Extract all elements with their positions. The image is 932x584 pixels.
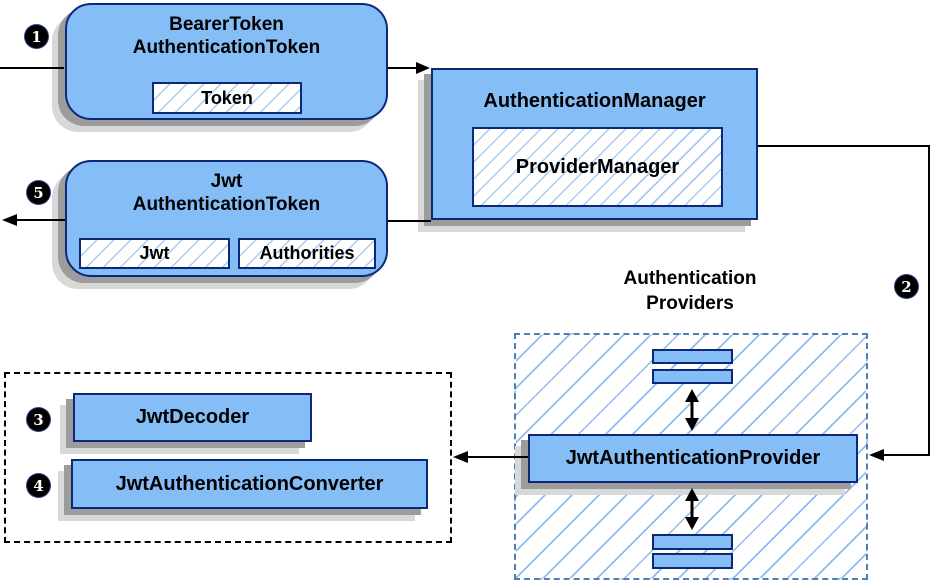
generic-provider-rect bbox=[652, 349, 733, 364]
provider-manager-chip: ProviderManager bbox=[472, 127, 723, 207]
authentication-providers-label-line1: Authentication bbox=[623, 268, 757, 289]
jwt-token-title-line1: Jwt bbox=[210, 171, 243, 192]
step-4-badge: 4 bbox=[27, 474, 50, 497]
step-3-badge: 3 bbox=[27, 408, 50, 431]
authentication-providers-label: Authentication Providers bbox=[580, 266, 800, 316]
arrow-to-authentication-manager bbox=[388, 62, 430, 74]
jwt-authentication-provider-node: JwtAuthenticationProvider bbox=[528, 434, 858, 483]
arrow-jwt-token-out bbox=[2, 214, 65, 226]
step-2-badge: 2 bbox=[895, 275, 918, 298]
jwt-authentication-token-node: Jwt AuthenticationToken Jwt Authorities bbox=[65, 160, 388, 277]
authentication-providers-label-line2: Providers bbox=[646, 293, 734, 314]
bearer-token-title-line2: AuthenticationToken bbox=[132, 37, 321, 58]
token-chip: Token bbox=[152, 82, 302, 114]
step-5-badge: 5 bbox=[27, 181, 50, 204]
generic-provider-rect bbox=[652, 369, 733, 384]
generic-provider-rect bbox=[652, 534, 733, 550]
jwt-token-title-line2: AuthenticationToken bbox=[132, 194, 321, 215]
jwt-decoder-node: JwtDecoder bbox=[73, 393, 312, 442]
generic-provider-rect bbox=[652, 553, 733, 569]
bearer-token-authentication-token-node: BearerToken AuthenticationToken Token bbox=[65, 3, 388, 120]
step-1-badge: 1 bbox=[25, 25, 48, 48]
authentication-manager-node: AuthenticationManager ProviderManager bbox=[431, 68, 758, 220]
jwt-authentication-converter-node: JwtAuthenticationConverter bbox=[71, 459, 428, 509]
authentication-manager-title: AuthenticationManager bbox=[483, 90, 706, 112]
jwt-chip: Jwt bbox=[79, 238, 230, 269]
authorities-chip: Authorities bbox=[238, 238, 376, 269]
bearer-token-title-line1: BearerToken bbox=[169, 14, 284, 35]
